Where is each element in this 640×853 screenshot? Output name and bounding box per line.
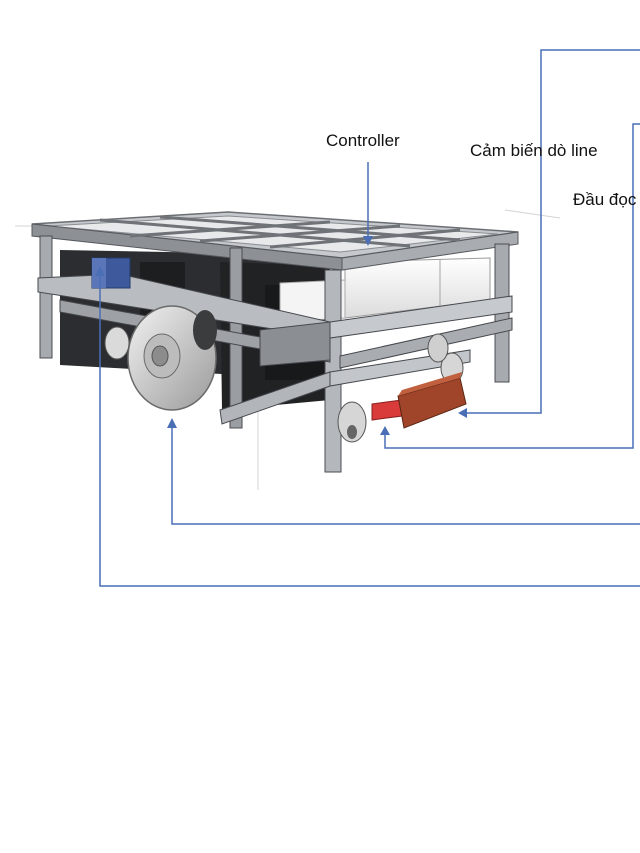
- reader-head-leader: [384, 123, 640, 449]
- line-sensor-leader: [460, 49, 640, 414]
- motor-leader: [99, 274, 640, 587]
- drive-wheel: [127, 305, 217, 411]
- reader-head-block: [397, 372, 467, 429]
- leader-lines: [99, 49, 640, 587]
- wheel-leader: [171, 428, 640, 525]
- line-sensor-block: [371, 399, 403, 421]
- line-sensor-label: Cảm biến dò line: [470, 141, 598, 160]
- controller-label: Controller: [326, 131, 400, 150]
- top-frame: [31, 211, 519, 271]
- reader-head-label: Đầu đọc: [573, 190, 637, 209]
- leader-arrowheads: [95, 236, 467, 435]
- caster-wheels: [104, 326, 464, 443]
